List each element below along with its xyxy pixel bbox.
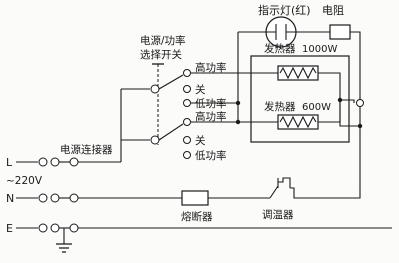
terminal-L-label: L xyxy=(6,156,13,169)
resistor-label: 电阻 xyxy=(322,4,344,17)
indicator-lamp-symbol xyxy=(265,16,297,48)
off-label-2: 关 xyxy=(195,134,206,147)
terminal-E-label: E xyxy=(6,222,13,235)
selector-switch-label-2: 选择开关 xyxy=(140,48,182,61)
indicator-lamp-label: 指示灯(红) xyxy=(258,3,311,17)
selector-switch-label-1: 电源/功率 xyxy=(140,34,186,47)
ground-icon xyxy=(56,243,72,253)
low-power-label-1: 低功率 xyxy=(195,97,227,110)
heater-1000w xyxy=(236,65,341,100)
return-wire xyxy=(337,97,364,188)
voltage-label: ~220V xyxy=(6,175,43,187)
switch-section-lower xyxy=(121,118,241,159)
indicator-branch xyxy=(237,31,361,120)
heater-600w-value: 600W xyxy=(302,102,331,113)
heater-enclosure xyxy=(250,55,350,143)
off-label-1: 关 xyxy=(195,83,206,96)
heater-600w xyxy=(238,100,341,130)
line-L xyxy=(16,157,121,167)
fuse-symbol xyxy=(181,190,209,206)
switch-section-upper xyxy=(121,69,241,107)
high-power-label-1: 高功率 xyxy=(195,61,227,74)
fuse-label: 熔断器 xyxy=(181,210,213,223)
power-connector-label: 电源连接器 xyxy=(60,143,113,156)
heater-600w-label: 发热器 xyxy=(264,100,296,113)
resistor-symbol xyxy=(329,24,351,40)
heater-1000w-value: 1000W xyxy=(302,44,337,55)
line-E xyxy=(16,223,392,244)
terminal-N-label: N xyxy=(6,192,14,205)
high-power-label-2: 高功率 xyxy=(195,110,227,123)
line-N xyxy=(16,177,361,206)
thermostat-label: 调温器 xyxy=(262,209,294,221)
heater-1000w-label: 发热器 xyxy=(264,42,296,55)
low-power-label-2: 低功率 xyxy=(195,149,227,162)
